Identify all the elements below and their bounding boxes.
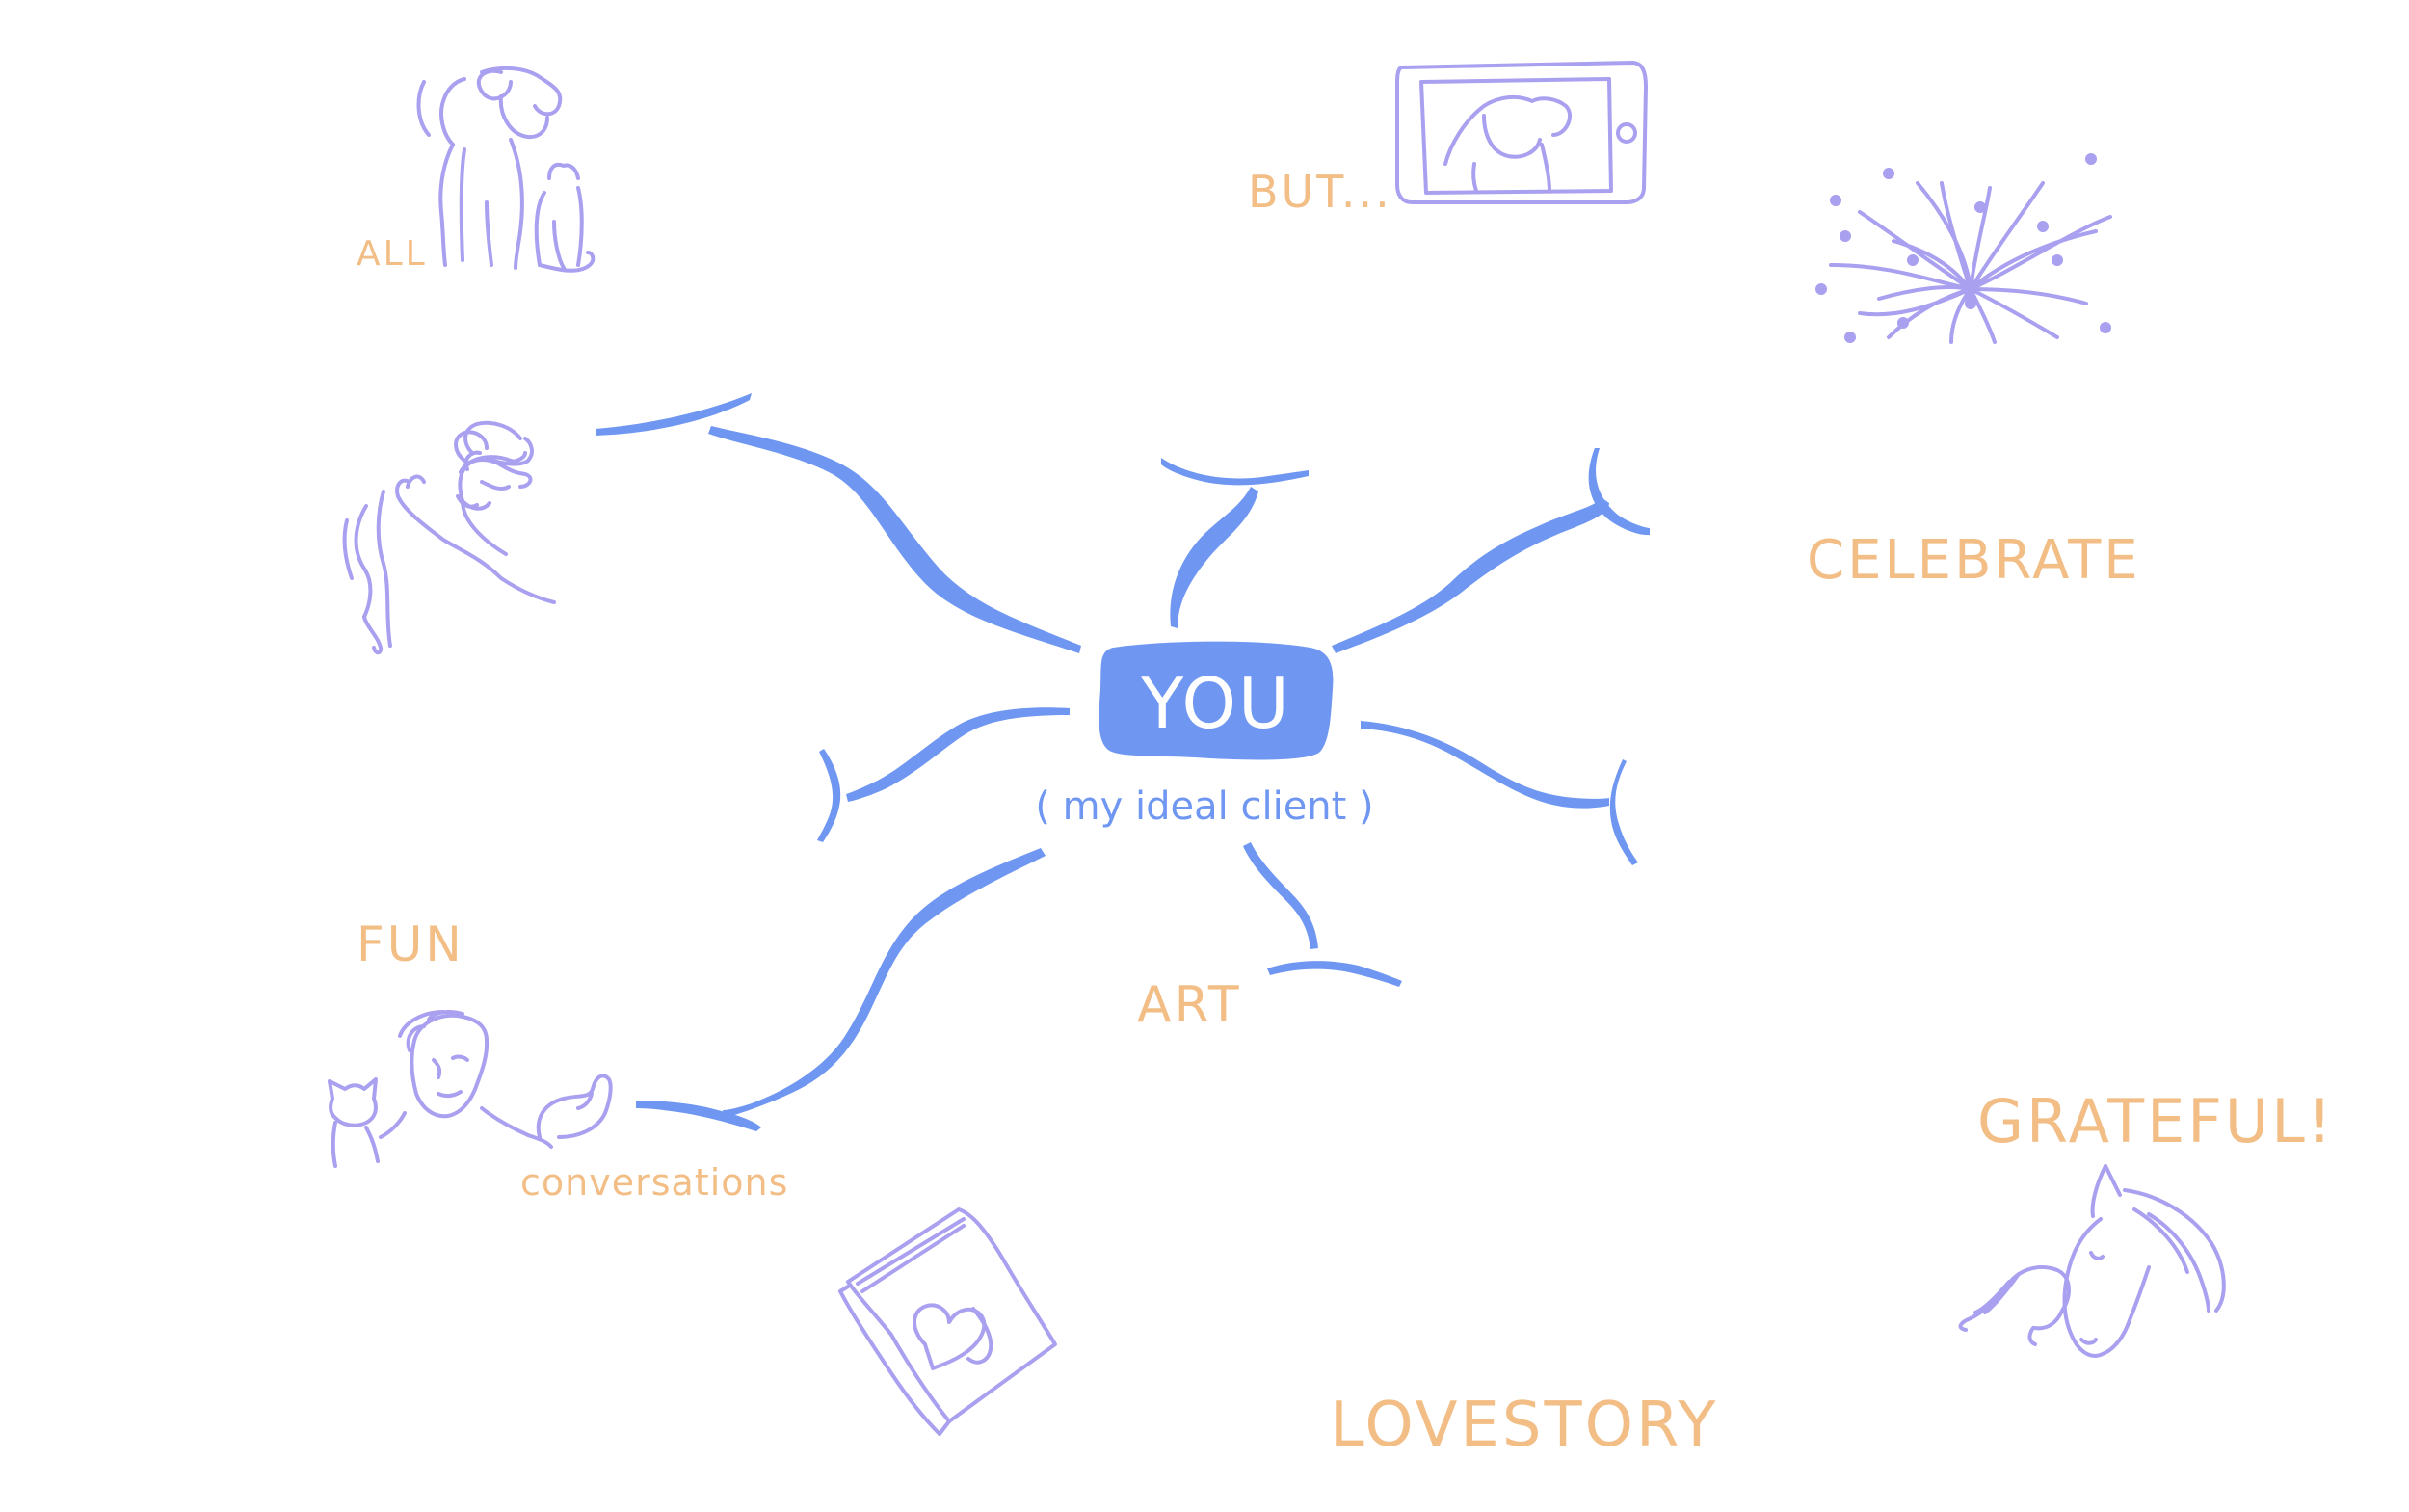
branch-lower-center-cap <box>1267 961 1402 987</box>
label-but: BUT... <box>1248 166 1392 218</box>
label-conversations: conversations <box>520 1161 788 1204</box>
center-title: YOU <box>1140 663 1290 744</box>
branch-upper-center <box>1170 487 1258 628</box>
label-art: ART <box>1137 976 1242 1034</box>
label-lovestory: LOVESTORY <box>1330 1390 1718 1461</box>
branch-left-middle-cap <box>817 749 841 842</box>
branches <box>596 393 1650 1131</box>
label-celebrate: CELEBRATE <box>1807 529 2141 592</box>
horse-and-girl-icon <box>1958 1164 2226 1358</box>
branch-upper-right-cap <box>1588 448 1650 536</box>
branch-left-middle <box>846 707 1070 802</box>
branch-upper-left-cap <box>596 393 752 436</box>
labels: ALL BUT... CELEBRATE FUN ART conversatio… <box>357 166 2335 1461</box>
branch-right-middle <box>1361 721 1609 809</box>
branch-upper-right <box>1332 496 1609 653</box>
center-node-box <box>1099 641 1334 760</box>
photo-book-heart-icon <box>838 1207 1057 1436</box>
label-grateful: GRATEFUL! <box>1977 1086 2335 1156</box>
branch-lower-center <box>1243 842 1318 949</box>
branch-lower-left <box>723 848 1046 1118</box>
dog-and-cat-icon <box>416 66 596 273</box>
branch-upper-center-cap <box>1161 458 1309 486</box>
center-subtitle: ( my ideal client ) <box>1035 784 1373 829</box>
person-with-cat-icon <box>328 1010 613 1168</box>
fireworks-icon <box>1815 153 2112 344</box>
branch-right-middle-cap <box>1609 759 1638 865</box>
branch-lower-left-cap <box>636 1101 761 1131</box>
tablet-dog-photo-icon <box>1395 61 1648 204</box>
howling-wolf-icon <box>342 420 556 655</box>
label-all: ALL <box>357 234 428 274</box>
branch-upper-left <box>708 426 1081 653</box>
center-node: YOU ( my ideal client ) <box>1035 641 1374 829</box>
label-fun: FUN <box>357 916 464 972</box>
